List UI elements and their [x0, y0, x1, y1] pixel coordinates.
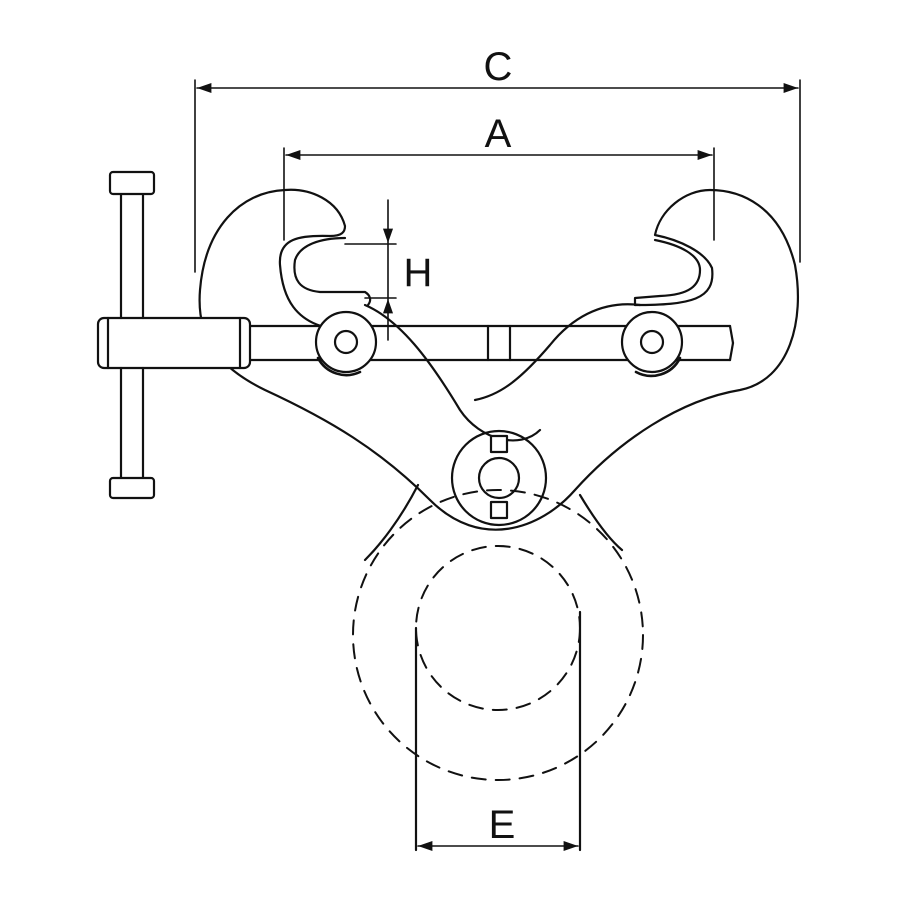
beam-section [414, 610, 582, 852]
left-roller [314, 310, 378, 377]
label-h: H [404, 251, 433, 295]
dimension-h [344, 199, 397, 341]
right-roller [620, 310, 684, 378]
label-e: E [489, 803, 516, 847]
left-cross-arm [363, 303, 542, 442]
t-handle [108, 170, 156, 500]
left-jaw-lip [293, 236, 372, 307]
lower-arm-right [578, 493, 624, 552]
dimension-c [194, 79, 801, 273]
clamp-body-outline [198, 188, 799, 531]
center-pivot [450, 429, 548, 527]
right-jaw-lip [633, 238, 702, 307]
label-a: A [485, 112, 512, 156]
dimension-a [283, 147, 715, 241]
shackle-outline-dashed [352, 489, 644, 781]
right-cross-arm [473, 303, 642, 402]
lower-arm-left [363, 483, 420, 562]
label-c: C [484, 45, 513, 89]
